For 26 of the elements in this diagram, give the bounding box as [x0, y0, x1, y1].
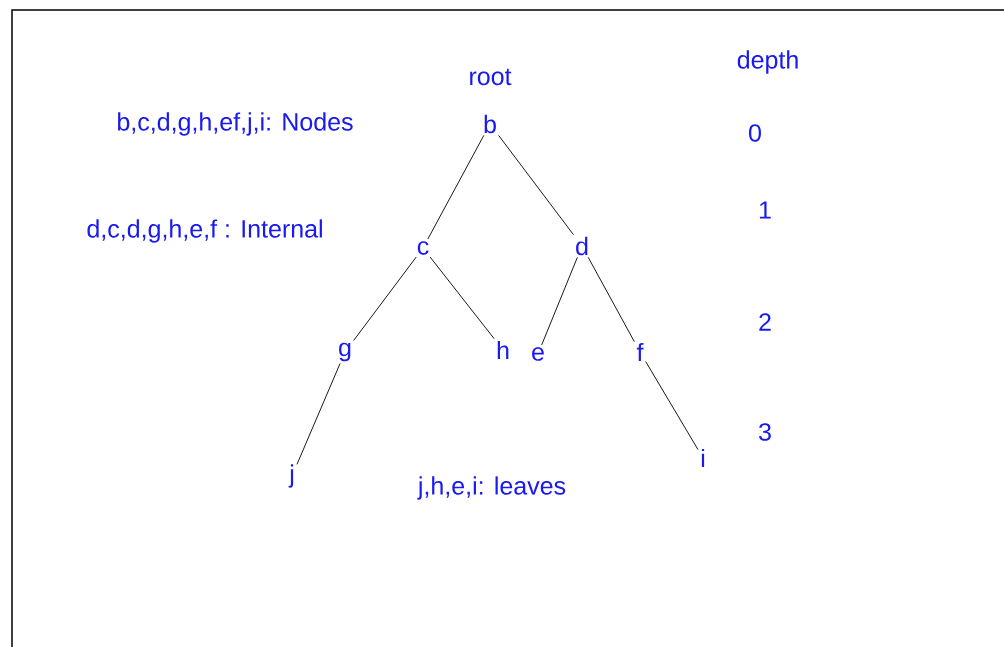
- tree-branch: [587, 256, 635, 343]
- tree-branch: [498, 134, 574, 236]
- node-letter: f: [636, 342, 644, 362]
- node-letter: h: [497, 340, 509, 360]
- tree-branch: [427, 134, 485, 240]
- node-letter: i: [701, 448, 705, 468]
- text-label: 1: [759, 201, 771, 219]
- node-letter: j: [288, 464, 294, 488]
- tree-branch: [429, 256, 495, 340]
- text-label: d,c,d,g,h,e,f : Internal: [87, 219, 322, 243]
- text-label: j,h,e,i: leaves: [417, 476, 566, 500]
- text-label: b,c,d,g,h,ef,j,i: Nodes: [118, 112, 353, 136]
- node-letter: e: [532, 347, 544, 361]
- tree-branch: [296, 363, 341, 465]
- text-label: 3: [759, 423, 771, 441]
- node-caption: root: [470, 68, 512, 86]
- node-letter: g: [339, 342, 351, 362]
- text-label: 0: [749, 124, 761, 142]
- text-label: depth: [737, 50, 798, 74]
- node-letter: b: [484, 114, 496, 134]
- tree-branch: [541, 256, 578, 346]
- tree-branch: [645, 361, 699, 451]
- text-label: 2: [759, 313, 771, 331]
- node-letter: c: [417, 241, 429, 255]
- tree-branch: [353, 256, 417, 341]
- node-letter: d: [576, 236, 588, 256]
